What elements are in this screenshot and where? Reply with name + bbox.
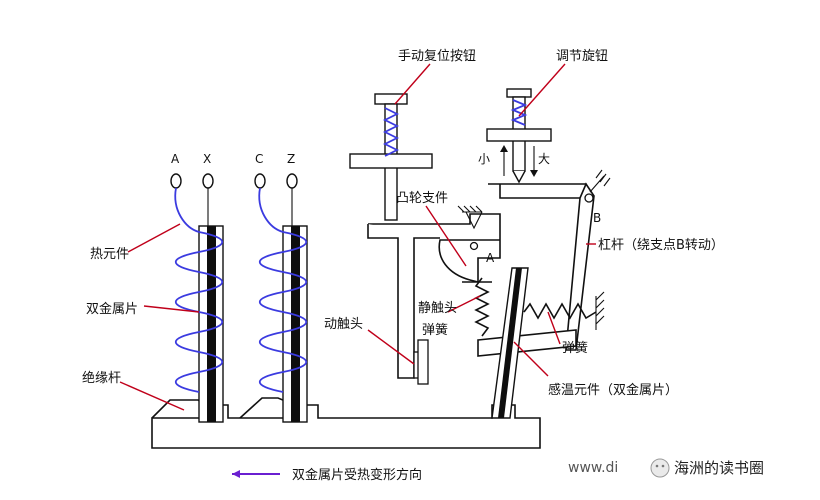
spring-right-label: 弹簧	[562, 340, 588, 356]
adjust-knob-label: 调节旋钮	[556, 49, 608, 64]
wechat-logo	[650, 458, 670, 478]
spring-anchor-hatch	[595, 291, 605, 330]
leader-manual-reset	[394, 63, 431, 105]
cam-support	[367, 205, 501, 379]
bimetal-strip-label: 双金属片	[86, 301, 138, 317]
temp-sensing-element	[491, 267, 529, 419]
terminal-x-label: X	[203, 152, 211, 166]
bimetal-strip-right	[259, 225, 308, 423]
leader-temp-element	[513, 341, 549, 377]
leader-heating-element	[127, 223, 181, 253]
terminal-c-label: C	[255, 152, 263, 166]
leader-bimetal	[143, 305, 200, 313]
lever-spring	[523, 302, 597, 320]
static-contact	[417, 339, 429, 385]
terminal-z-label: Z	[287, 152, 295, 166]
leader-spring-right	[547, 311, 561, 345]
manual-reset-label: 手动复位按钮	[398, 49, 476, 64]
insulating-rod-label: 绝缘杆	[82, 370, 121, 386]
point-b-label: B	[593, 211, 601, 225]
leader-moving-contact	[367, 329, 415, 365]
point-a-label: A	[486, 251, 495, 265]
terminal-a-label: A	[171, 152, 180, 166]
moving-contact-label: 动触头	[324, 317, 363, 332]
base-step-left	[151, 399, 206, 419]
lever	[477, 169, 611, 357]
adjust-knob	[486, 88, 552, 184]
manual-reset-button	[349, 93, 433, 221]
label-small: 小	[478, 152, 490, 166]
terminal-z	[286, 173, 298, 226]
label-large: 大	[538, 152, 550, 166]
spring-left-label: 弹簧	[422, 322, 448, 338]
legend-text: 双金属片受热变形方向	[292, 467, 422, 483]
temp-element-label: 感温元件（双金属片）	[548, 382, 678, 398]
contact-spring	[474, 277, 490, 337]
terminal-c	[254, 173, 284, 233]
leader-adjust-knob	[518, 63, 566, 117]
leader-insulating-rod	[119, 381, 185, 411]
leader-cam-support	[425, 205, 467, 267]
leader-spring-left	[447, 295, 481, 313]
static-contact-label: 静触头	[418, 301, 457, 316]
terminal-x	[202, 173, 214, 226]
heating-element-label: 热元件	[90, 247, 129, 262]
lever-label: 杠杆（绕支点B转动）	[598, 237, 724, 253]
legend: 双金属片受热变形方向	[232, 467, 422, 483]
bimetal-strip-left	[175, 225, 224, 423]
terminal-a	[170, 173, 200, 233]
watermark-brand: 海洲的读书圈	[674, 459, 764, 477]
cam-support-label: 凸轮支件	[396, 191, 448, 206]
watermark-url: www.di	[568, 460, 618, 476]
